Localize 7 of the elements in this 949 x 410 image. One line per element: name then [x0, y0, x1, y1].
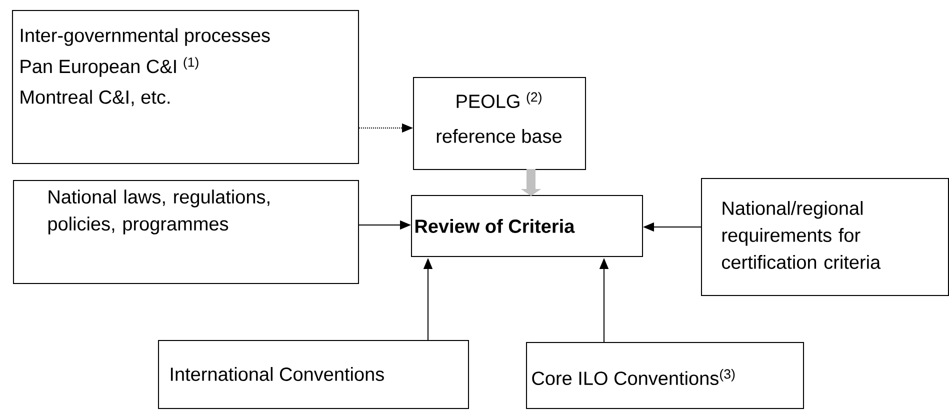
text-box: PEOLG $^{(2)}$ reference base [413, 77, 586, 170]
text-box: National/regional requirements for certification criteria [701, 178, 949, 296]
text-box: National laws, regulations, policies, programmes [13, 180, 359, 284]
text-box: Core ILO Conventions$^{(3)}$ [526, 342, 804, 409]
text-box: Inter-governmental processes Pan European C&I $^{(1)}$ Montreal C&I, etc. [12, 10, 359, 164]
text-box: International Conventions [158, 340, 469, 409]
text-box: Review of Criteria [411, 195, 643, 257]
